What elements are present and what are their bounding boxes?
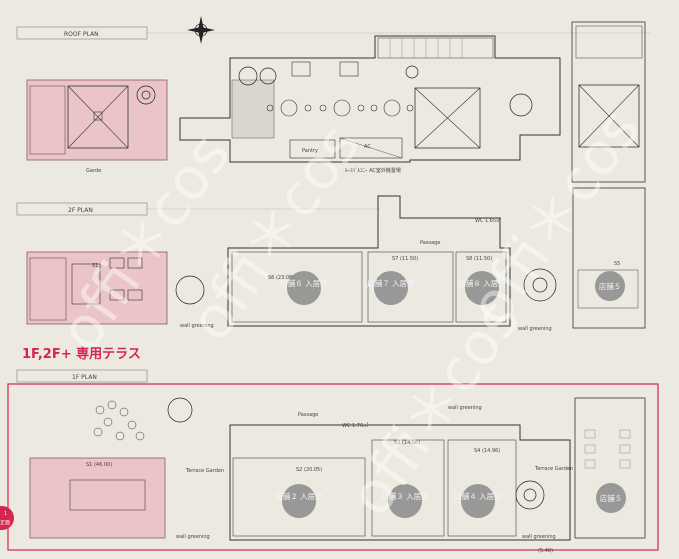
- terrace-title: 1F,2F+ 専用テラス: [22, 346, 141, 362]
- roof-skylight-left: [67, 85, 129, 149]
- roof-plan-title: ROOF PLAN: [64, 31, 99, 38]
- badge-store-5-lower: 店舗５: [600, 493, 623, 503]
- first-floor-wall-greening-top: wall greening: [448, 405, 482, 411]
- first-floor-right-block: [574, 397, 646, 539]
- second-floor-passage: Passage: [420, 240, 440, 246]
- badge-circle: [461, 484, 495, 518]
- first-floor-wc: WC 1.76㎡: [342, 422, 368, 429]
- first-floor-terrace-right: Terrace Garden: [534, 466, 573, 472]
- second-floor-room-s5: S5: [614, 261, 620, 267]
- side-tab-marker: [0, 506, 14, 530]
- second-floor-plan: 2F PLAN S1 S6 (23.08) S7 (11.50) S8 (11.…: [16, 187, 646, 332]
- badge-circle: [374, 271, 408, 305]
- roof-skylight-center: [414, 87, 481, 149]
- roof-ac-label: AC: [364, 144, 371, 150]
- second-floor-wall-greening-right: wall greening: [518, 326, 552, 332]
- badge-circle: [388, 484, 422, 518]
- first-floor-highlight-frame: [7, 383, 659, 551]
- roof-garden-label: Garde: [86, 168, 101, 174]
- first-floor-plan: 1F PLAN S1 (46.00) Terrace Garden Terrac…: [7, 369, 659, 554]
- badge-circle: [595, 271, 625, 301]
- side-tab-number: 1: [4, 511, 7, 517]
- badge-store-2: 店舗２ 入居済: [275, 491, 323, 501]
- badge-circle: [596, 483, 626, 513]
- second-floor-tree-icon: [175, 268, 557, 305]
- second-floor-outline: [227, 195, 511, 327]
- badge-store-3: 店舗３ 入居済: [381, 491, 429, 501]
- first-floor-wall-greening-right: wall greening: [522, 534, 556, 540]
- first-floor-room-s3: S3 (14.56): [394, 440, 420, 446]
- roof-right-block: [571, 21, 646, 183]
- first-floor-dimension: (5.40): [538, 548, 553, 554]
- side-tab: 1 正面: [0, 506, 14, 530]
- second-floor-wall-greening-left: wall greening: [180, 323, 214, 329]
- first-floor-title-box: [16, 369, 148, 383]
- second-floor-room-s8: S8 (11.50): [466, 256, 492, 262]
- second-floor-room-s7: S7 (11.50): [392, 256, 418, 262]
- roof-pantry: [289, 139, 336, 159]
- roof-deck-outline: [179, 35, 561, 163]
- first-floor-s1-highlight: [29, 457, 166, 539]
- roof-table-group: [266, 61, 414, 117]
- roof-stair: [29, 85, 66, 155]
- roof-stair-top: [377, 37, 494, 59]
- first-floor-passage: Passage: [298, 412, 318, 418]
- roof-plan: ROOF PLAN Garde: [16, 16, 650, 183]
- badge-store-8: 店舗８ 入居済: [458, 278, 506, 288]
- first-floor-room-s4: S4 (14.96): [474, 448, 500, 454]
- second-floor-wc: WC 1.65㎡: [475, 217, 501, 224]
- roof-plant-icon: [238, 65, 533, 117]
- compass-icon: [187, 16, 215, 44]
- first-floor-room-s2: S2 (20.05): [296, 467, 322, 473]
- badge-circle: [287, 271, 321, 305]
- first-floor-terrace-left: Terrace Garden: [185, 468, 224, 474]
- side-tab-label: 正面: [0, 520, 10, 526]
- second-floor-room-s1: S1: [92, 263, 98, 269]
- first-floor-badges: 店舗２ 入居済 店舗３ 入居済 店舗４ 入居済 店舗５: [275, 483, 626, 518]
- second-floor-badges: 店舗６ 入居済 店舗７ 入居済 店舗８ 入居済 店舗５: [280, 271, 625, 305]
- first-floor-room-s1: S1 (46.00): [86, 462, 112, 468]
- second-floor-right-block: [572, 187, 646, 329]
- roof-pantry-label: Pantry: [302, 148, 318, 154]
- first-floor-outline: [229, 424, 571, 541]
- roof-ac-note: ﾙｰﾌﾊﾞﾙｺﾆｰ AC室外機置場: [345, 167, 401, 174]
- badge-circle: [465, 271, 499, 305]
- second-floor-room-s6-box: [231, 251, 363, 323]
- first-floor-wall-greening-bottom: wall greening: [176, 534, 210, 540]
- roof-ac-area: [339, 137, 403, 159]
- roof-stair-hatch: [231, 79, 275, 139]
- first-floor-pebbles: [93, 400, 145, 441]
- second-floor-title: 2F PLAN: [68, 207, 93, 214]
- badge-store-5-upper: 店舗５: [599, 281, 622, 291]
- roof-tree-icon: [136, 85, 156, 105]
- second-floor-room-s6: S6 (23.08): [268, 275, 294, 281]
- second-floor-tables: [71, 257, 143, 305]
- badge-store-6: 店舗６ 入居済: [280, 278, 328, 288]
- badge-store-4: 店舗４ 入居済: [454, 491, 502, 501]
- badge-store-7: 店舗７ 入居済: [367, 278, 415, 288]
- first-floor-title: 1F PLAN: [72, 374, 97, 381]
- badge-circle: [282, 484, 316, 518]
